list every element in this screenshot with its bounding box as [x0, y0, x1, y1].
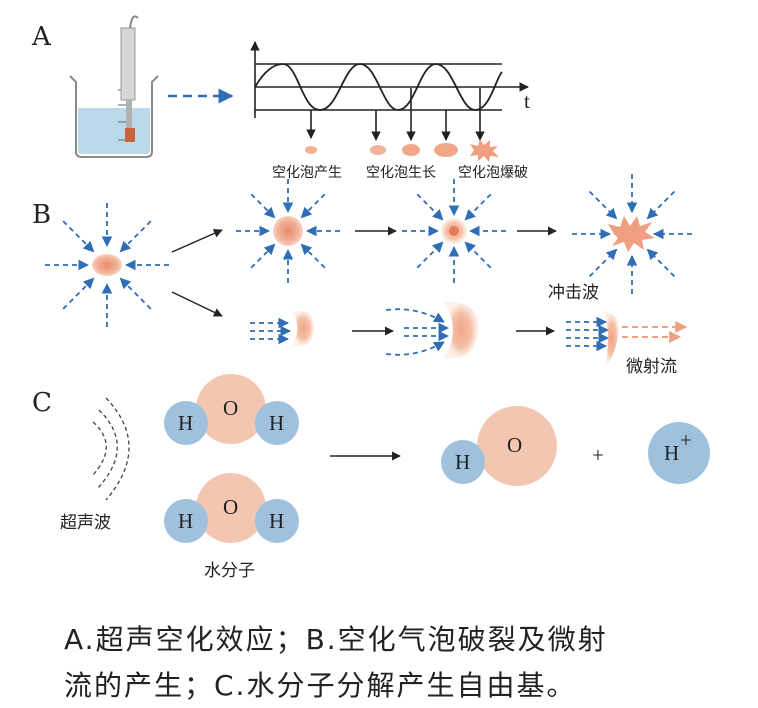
jet-bubble-1: [292, 310, 315, 346]
label-bubble-formation: 空化泡产生: [272, 165, 342, 181]
jet-arrows-3: [566, 316, 610, 352]
pressure-ray: [416, 241, 444, 269]
bubble-compressing-2: [441, 218, 467, 244]
bubble-burst: [470, 139, 499, 162]
caption-line-1: A.超声空化效应；B.空化气泡破裂及微射: [64, 623, 608, 656]
plus-sign: +: [592, 443, 604, 467]
hydrogen-ion: [648, 422, 710, 484]
pressure-ray: [250, 193, 276, 219]
beaker: [69, 15, 159, 158]
atom-o-3: O: [507, 433, 522, 457]
panel-c-label: C: [32, 388, 52, 418]
atom-h-2a: H: [178, 509, 193, 533]
label-microjet: 微射流: [626, 357, 677, 377]
pressure-ray: [588, 248, 618, 278]
h-ion-symbol: H: [664, 441, 679, 465]
pressure-ray: [464, 193, 492, 221]
atom-o-1: O: [223, 396, 238, 420]
pressure-ray: [119, 277, 152, 310]
panel-a-label: A: [32, 22, 51, 52]
atom-h-3: H: [455, 450, 470, 474]
pressure-wave: [254, 63, 503, 111]
label-water-molecule: 水分子: [204, 561, 255, 581]
pressure-rays-initial: [45, 203, 169, 327]
jet-arrows-1: [250, 317, 292, 345]
atom-o-2: O: [223, 495, 238, 519]
pressure-ray: [646, 190, 676, 220]
bubble-large: [434, 143, 458, 157]
pressure-ray: [62, 220, 95, 253]
pressure-ray: [416, 193, 444, 221]
bubble-arrows: [306, 88, 485, 141]
pressure-ray: [250, 243, 276, 269]
water-molecule-2: [164, 473, 299, 543]
water-molecule-1: [164, 374, 299, 445]
pressure-ray: [588, 190, 618, 220]
bubble-compressing-1: [273, 216, 303, 246]
jet-bubble-3: [604, 312, 620, 366]
bubble-initial: [92, 254, 122, 276]
pressure-ray: [119, 220, 152, 253]
pressure-ray: [300, 243, 326, 269]
pressure-rays-compress-1: [236, 179, 340, 283]
branch-arrow-lower: [171, 291, 223, 317]
atom-h-1a: H: [178, 411, 193, 435]
pressure-ray: [646, 248, 676, 278]
bubble-tiny: [305, 146, 317, 154]
pressure-ray: [62, 277, 95, 310]
hydroxyl-radical: [441, 406, 557, 486]
label-bubble-growth: 空化泡生长: [366, 165, 436, 181]
h-ion-charge: +: [680, 428, 692, 452]
label-shockwave: 冲击波: [548, 283, 599, 303]
label-ultrasound: 超声波: [60, 513, 111, 533]
pressure-rays-compress-2: [402, 179, 506, 283]
atom-h-2b: H: [269, 509, 284, 533]
bubble-medium: [402, 144, 420, 156]
panel-b-label: B: [32, 200, 52, 230]
pressure-ray: [464, 241, 492, 269]
t-axis-label: t: [524, 89, 530, 113]
label-bubble-burst: 空化泡爆破: [458, 165, 528, 181]
shockwave-rays: [572, 174, 692, 294]
microjet-stream: [622, 321, 688, 343]
bubble-small: [370, 145, 386, 155]
bubble-collapse-burst: [608, 216, 655, 252]
branch-arrow-upper: [171, 229, 223, 253]
jet-bubble-2: [444, 301, 479, 359]
caption-line-2: 流的产生；C.水分子分解产生自由基。: [64, 669, 577, 702]
ultrasound-waves-icon: [91, 397, 130, 501]
jet-arrows-2: [385, 308, 450, 356]
atom-h-1b: H: [269, 411, 284, 435]
pressure-ray: [300, 193, 326, 219]
